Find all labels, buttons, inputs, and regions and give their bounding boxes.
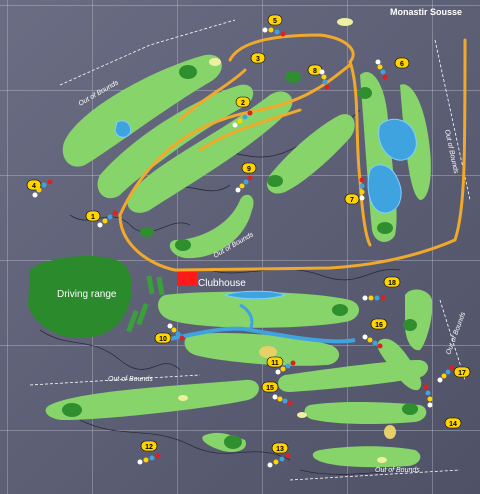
hole-marker-4: 4 — [26, 179, 42, 191]
svg-text:12: 12 — [145, 444, 153, 451]
oob-label-6: Out of Bounds — [375, 467, 420, 474]
svg-text:16: 16 — [375, 322, 383, 329]
hole-marker-1: 1 — [85, 210, 101, 222]
hole-marker-3: 3 — [250, 52, 266, 64]
hole-marker-11: 11 — [266, 356, 284, 368]
svg-text:14: 14 — [449, 421, 457, 428]
svg-text:5: 5 — [273, 18, 277, 25]
svg-text:9: 9 — [247, 166, 251, 173]
hole-marker-10: 10 — [154, 332, 172, 344]
svg-text:6: 6 — [400, 61, 404, 68]
hole-marker-2: 2 — [235, 96, 251, 108]
greens — [62, 65, 418, 449]
tee-markers — [32, 27, 455, 468]
svg-text:3: 3 — [256, 56, 260, 63]
hole-marker-12: 12 — [140, 440, 158, 452]
range-tees — [126, 275, 165, 333]
clubhouse-label: Clubhouse — [198, 278, 246, 289]
svg-text:8: 8 — [313, 68, 317, 75]
map-title: Monastir Sousse — [390, 7, 462, 17]
hole-marker-17: 17 — [453, 366, 471, 378]
svg-text:2: 2 — [241, 100, 245, 107]
clubhouse-building — [177, 272, 197, 286]
svg-text:11: 11 — [271, 360, 279, 367]
hole-marker-15: 15 — [261, 381, 279, 393]
hole-markers: 1 2 3 4 5 6 7 8 9 10 11 12 13 14 15 16 1… — [26, 14, 471, 454]
svg-text:18: 18 — [388, 280, 396, 287]
creek-branch — [239, 303, 254, 331]
hole-marker-5: 5 — [267, 14, 283, 26]
hole-marker-9: 9 — [241, 162, 257, 174]
svg-text:10: 10 — [159, 336, 167, 343]
hole-marker-8: 8 — [307, 64, 323, 76]
oob-label-5: Out of Bounds — [108, 376, 153, 383]
svg-text:17: 17 — [458, 370, 466, 377]
hole-marker-13: 13 — [271, 442, 289, 454]
water-hazards — [114, 118, 417, 300]
fairways — [45, 54, 433, 468]
driving-range-label: Driving range — [57, 289, 117, 300]
svg-text:15: 15 — [266, 385, 274, 392]
hole-marker-6: 6 — [394, 57, 410, 69]
bunkers — [178, 18, 396, 463]
svg-text:1: 1 — [91, 214, 95, 221]
driving-range-area — [28, 255, 132, 339]
hole-marker-16: 16 — [370, 318, 388, 330]
svg-text:4: 4 — [32, 183, 36, 190]
svg-text:13: 13 — [276, 446, 284, 453]
hole-marker-7: 7 — [344, 193, 360, 205]
hole-marker-18: 18 — [383, 276, 401, 288]
svg-text:7: 7 — [350, 197, 354, 204]
hole-marker-14: 14 — [444, 417, 462, 429]
